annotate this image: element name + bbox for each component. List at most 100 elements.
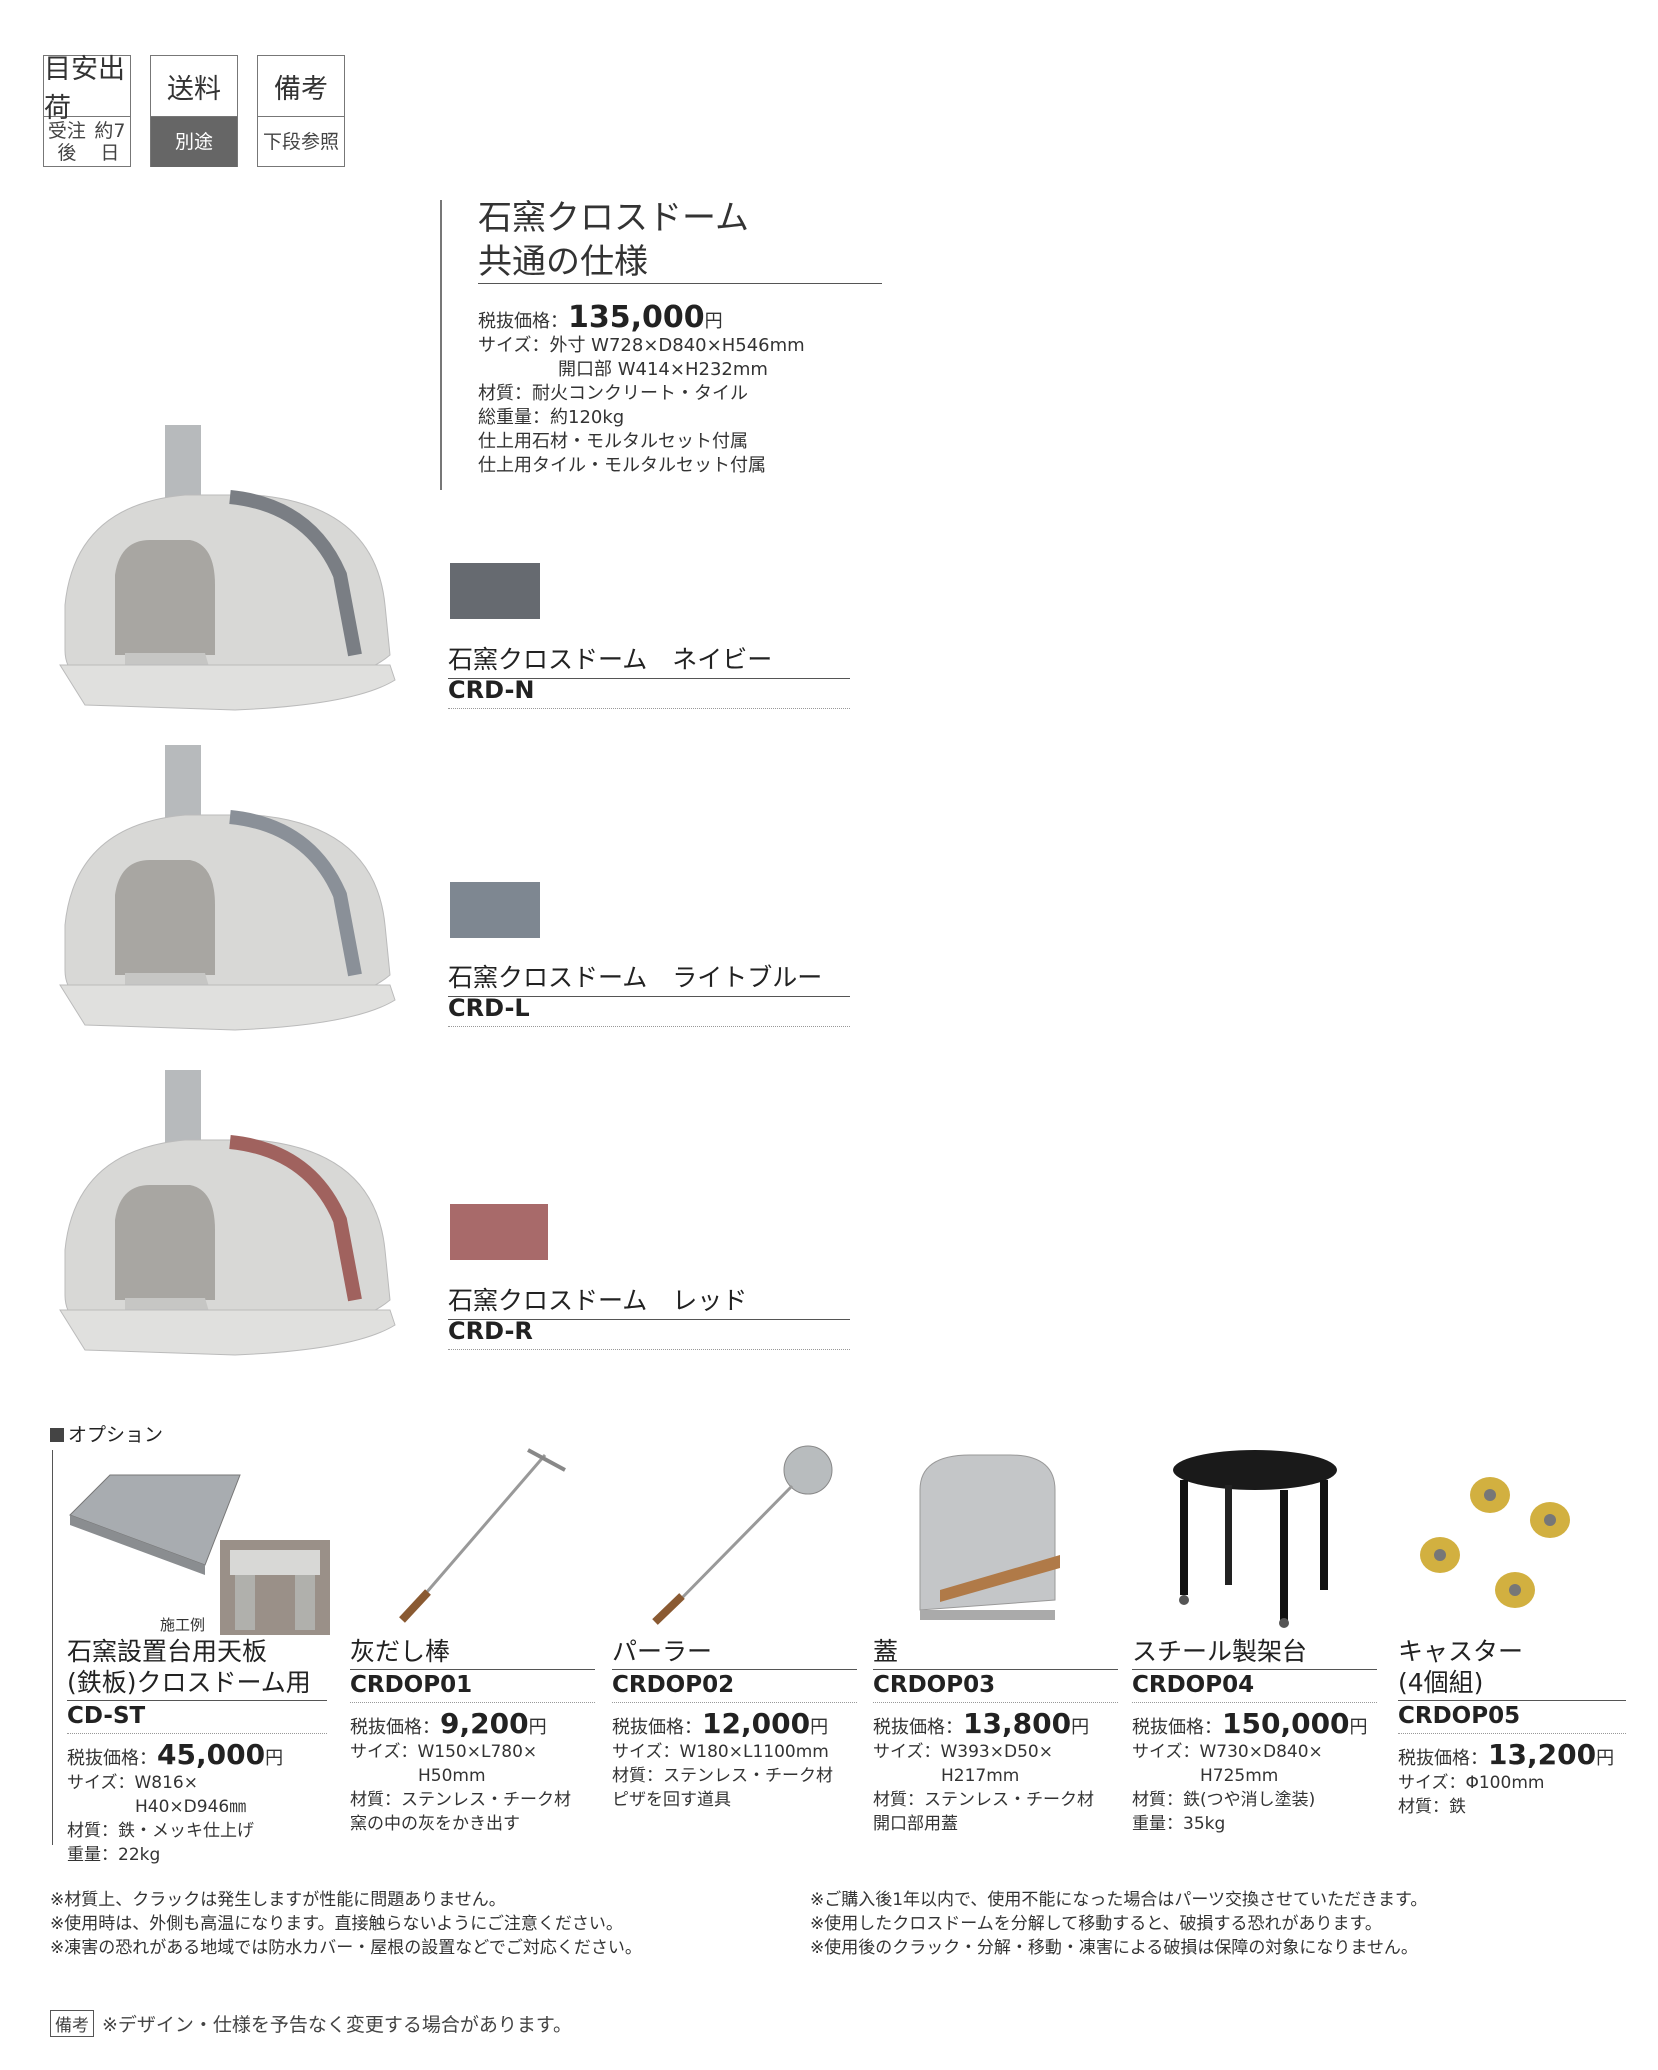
note-line: ※使用時は、外側も高温になります。直接触らないようにご注意ください。 — [50, 1914, 623, 1934]
ash-rake-image — [399, 1448, 566, 1623]
spec-weight: 総重量：約120kg — [478, 407, 625, 428]
steel-stand-image — [1173, 1450, 1337, 1628]
option-cd-st: 石窯設置台用天板(鉄板)クロスドーム用 CD-ST 税抜価格：45,000円 サ… — [67, 1636, 327, 1867]
oven-lightblue-image — [59, 745, 396, 1031]
product-name-navy: 石窯クロスドーム ネイビー — [448, 640, 850, 679]
options-heading: オプション — [50, 1420, 163, 1447]
option-crdop01: 灰だし棒 CRDOP01 税抜価格：9,200円 サイズ：W150×L780× … — [350, 1636, 595, 1836]
option-crdop02: パーラー CRDOP02 税抜価格：12,000円 サイズ：W180×L1100… — [612, 1636, 857, 1812]
spec-rule — [478, 283, 882, 284]
option-code: CRDOP04 — [1132, 1670, 1377, 1703]
option-code: CRDOP05 — [1398, 1701, 1626, 1734]
option-crdop03: 蓋 CRDOP03 税抜価格：13,800円 サイズ：W393×D50× H21… — [873, 1636, 1118, 1836]
option-price: 税抜価格：13,800円 — [873, 1707, 1118, 1740]
spec-size-opening: 開口部 W414×H232mm — [558, 359, 768, 380]
option-code: CD-ST — [67, 1701, 327, 1734]
red-swatch — [450, 1204, 548, 1260]
square-bullet-icon — [50, 1428, 64, 1442]
spec-divider — [440, 200, 442, 490]
lightblue-swatch — [450, 882, 540, 938]
remark: 備考※デザイン・仕様を予告なく変更する場合があります。 — [50, 2010, 572, 2037]
product-code-navy: CRD-N — [448, 676, 850, 709]
box-value-line: 約7日 — [94, 120, 126, 164]
price-value: 45,000 — [157, 1738, 266, 1771]
notes-left: ※材質上、クラックは発生しますが性能に問題ありません。 ※使用時は、外側も高温に… — [50, 1888, 642, 1960]
product-code-red: CRD-R — [448, 1317, 850, 1350]
option-price: 税抜価格：45,000円 — [67, 1738, 327, 1771]
color-band — [229, 810, 362, 977]
spec-note: 仕上用タイル・モルタルセット付属 — [478, 455, 766, 476]
spec-note: 仕上用石材・モルタルセット付属 — [478, 431, 748, 452]
box-value: 下段参照 — [262, 131, 339, 153]
option-name-line: (4個組) — [1398, 1668, 1484, 1697]
spec-material: 材質：耐火コンクリート・タイル — [478, 383, 748, 404]
option-name-line: キャスター — [1398, 1637, 1524, 1666]
box-label: 目安出荷 — [44, 54, 130, 124]
price-label: 税抜価格： — [873, 1717, 963, 1738]
product-name-red: 石窯クロスドーム レッド — [448, 1281, 850, 1320]
option-price: 税抜価格：13,200円 — [1398, 1738, 1626, 1771]
option-details: サイズ：W816× H40×D946㎜ 材質：鉄・メッキ仕上げ 重量：22kg — [67, 1773, 254, 1865]
option-name: 石窯設置台用天板(鉄板)クロスドーム用 — [67, 1636, 327, 1701]
option-name-line: 石窯設置台用天板 — [67, 1637, 268, 1666]
remarks-box: 備考 下段参照 — [257, 55, 345, 167]
option-name: 蓋 — [873, 1636, 1118, 1670]
box-label: 送料 — [151, 56, 237, 117]
note-line: ※材質上、クラックは発生しますが性能に問題ありません。 — [50, 1890, 506, 1910]
option-name: パーラー — [612, 1636, 857, 1670]
option-details: サイズ：W180×L1100mm 材質：ステンレス・チーク材 ピザを回す道具 — [612, 1742, 833, 1810]
spec-title-line: 石窯クロスドーム — [478, 198, 749, 238]
option-price: 税抜価格：9,200円 — [350, 1707, 595, 1740]
iron-plate-image — [69, 1474, 330, 1635]
spec-title: 石窯クロスドーム 共通の仕様 — [478, 196, 749, 284]
remark-text: ※デザイン・仕様を予告なく変更する場合があります。 — [102, 2014, 573, 2036]
option-name: スチール製架台 — [1132, 1636, 1377, 1670]
shipping-estimate-box: 目安出荷 受注後約7日 — [43, 54, 131, 167]
note-line: ※ご購入後1年以内で、使用不能になった場合はパーツ交換させていただきます。 — [810, 1890, 1428, 1910]
price-unit: 円 — [528, 1717, 547, 1738]
price-label: 税抜価格： — [1132, 1717, 1222, 1738]
casters-image — [1420, 1477, 1570, 1608]
color-band — [229, 490, 362, 657]
price-label: 税抜価格： — [350, 1717, 440, 1738]
note-line: ※使用したクロスドームを分解して移動すると、破損する恐れがあります。 — [810, 1914, 1382, 1934]
oven-lid-image — [919, 1454, 1060, 1620]
example-caption: 施工例 — [160, 1616, 206, 1634]
option-price: 税抜価格：12,000円 — [612, 1707, 857, 1740]
navy-swatch — [450, 563, 540, 619]
product-name-lightblue: 石窯クロスドーム ライトブルー — [448, 958, 850, 997]
notes-right: ※ご購入後1年以内で、使用不能になった場合はパーツ交換させていただきます。 ※使… — [810, 1888, 1427, 1960]
option-crdop05: キャスター(4個組) CRDOP05 税抜価格：13,200円 サイズ：Φ100… — [1398, 1636, 1626, 1819]
options-divider — [52, 1450, 53, 1845]
option-details: サイズ：W150×L780× H50mm 材質：ステンレス・チーク材 窯の中の灰… — [350, 1742, 571, 1834]
oven-navy-image — [59, 425, 396, 711]
color-band — [229, 1135, 362, 1302]
options-heading-text: オプション — [68, 1424, 164, 1446]
price-value: 13,200 — [1488, 1738, 1597, 1771]
box-value-line: 受注後 — [47, 120, 86, 164]
shipping-fee-box: 送料 別途 — [150, 55, 238, 167]
price-unit: 円 — [810, 1717, 829, 1738]
price-value: 9,200 — [440, 1707, 529, 1740]
price-unit: 円 — [1349, 1717, 1368, 1738]
option-code: CRDOP01 — [350, 1670, 595, 1703]
option-name: 灰だし棒 — [350, 1636, 595, 1670]
spec-title-line: 共通の仕様 — [478, 242, 648, 282]
option-crdop04: スチール製架台 CRDOP04 税抜価格：150,000円 サイズ：W730×D… — [1132, 1636, 1377, 1836]
pizza-peel-image — [652, 1445, 833, 1625]
price-label: 税抜価格： — [67, 1748, 157, 1769]
option-details: サイズ：W393×D50× H217mm 材質：ステンレス・チーク材 開口部用蓋 — [873, 1742, 1094, 1834]
price-label: 税抜価格： — [478, 311, 568, 332]
box-value: 受注後約7日 — [44, 117, 130, 167]
option-code: CRDOP02 — [612, 1670, 857, 1703]
note-line: ※凍害の恐れがある地域では防水カバー・屋根の設置などでご対応ください。 — [50, 1938, 642, 1958]
spec-price: 税抜価格：135,000円 — [478, 303, 805, 334]
price-unit: 円 — [1071, 1717, 1090, 1738]
option-details: サイズ：Φ100mm 材質：鉄 — [1398, 1773, 1545, 1817]
price-value: 135,000 — [568, 300, 705, 335]
price-unit: 円 — [265, 1748, 284, 1769]
price-value: 12,000 — [702, 1707, 811, 1740]
option-price: 税抜価格：150,000円 — [1132, 1707, 1377, 1740]
spec-size: サイズ：外寸 W728×D840×H546mm — [478, 335, 805, 356]
option-code: CRDOP03 — [873, 1670, 1118, 1703]
